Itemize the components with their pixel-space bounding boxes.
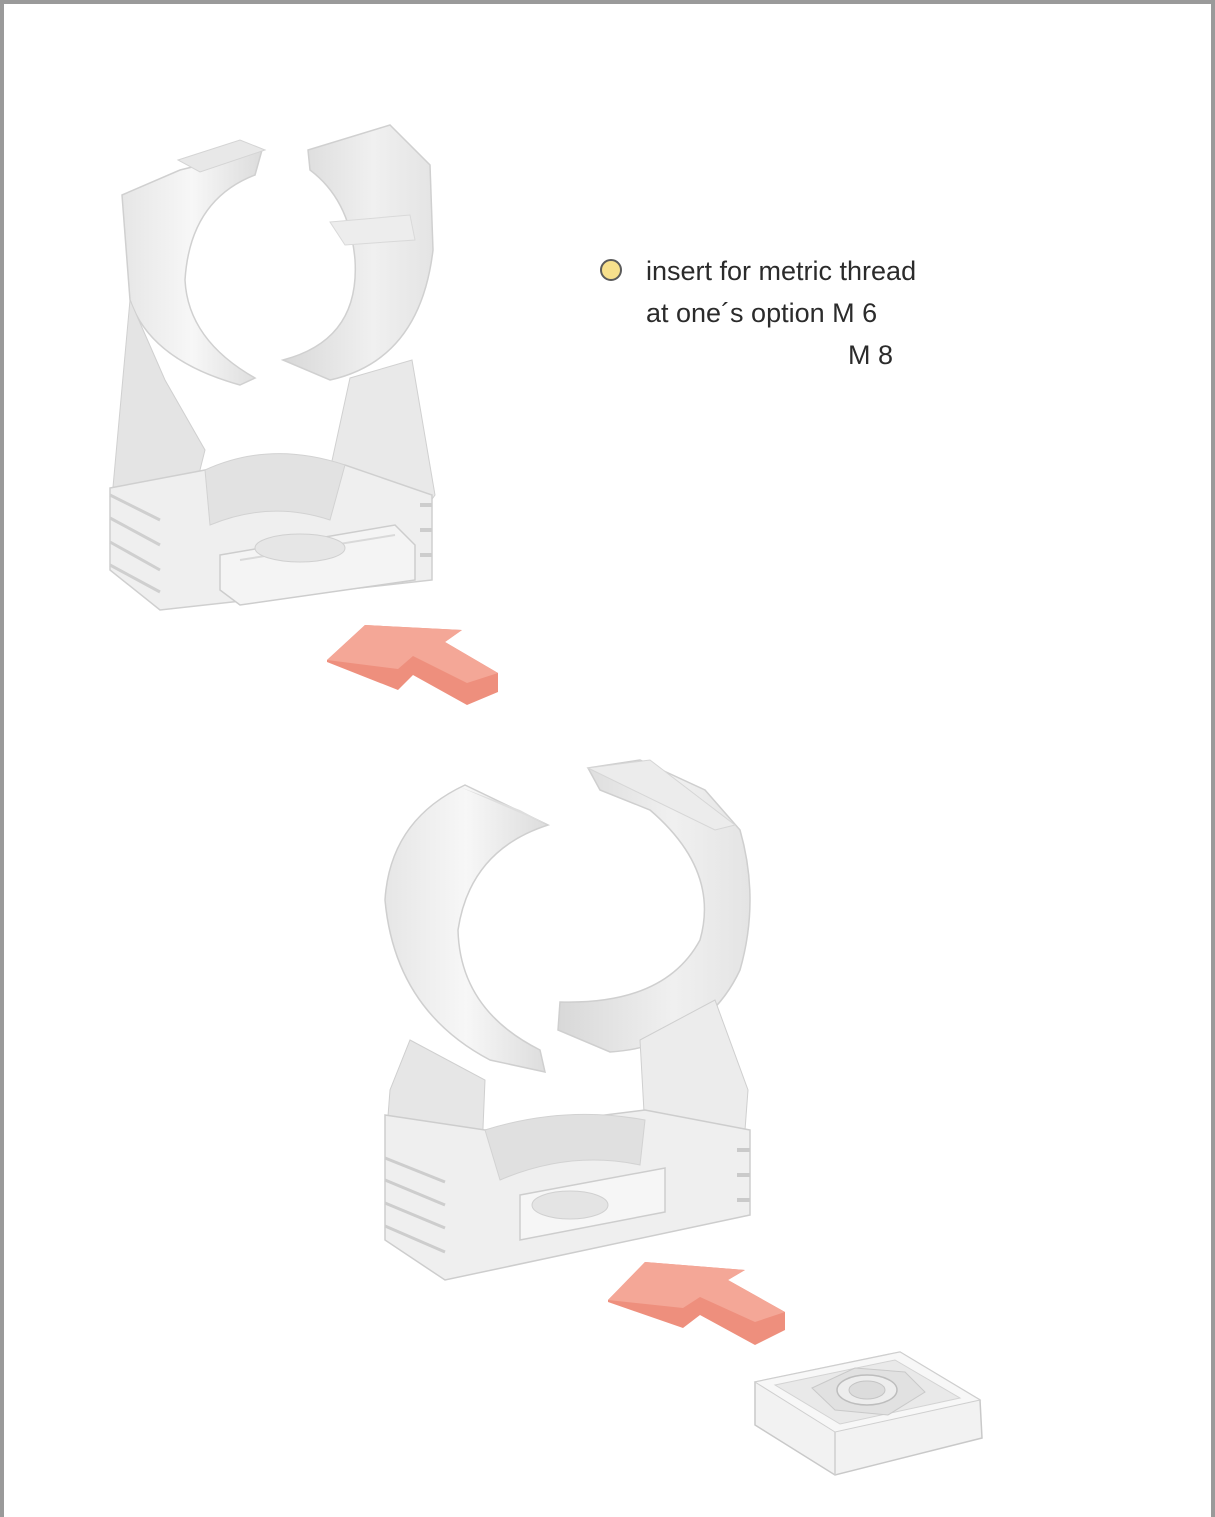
arrow-bottom-icon bbox=[608, 1262, 785, 1345]
legend-line-3: M 8 bbox=[848, 334, 893, 376]
metric-insert-nut-illustration bbox=[755, 1352, 982, 1475]
arrow-top-icon bbox=[327, 625, 498, 705]
clip-bottom-illustration bbox=[385, 760, 750, 1280]
legend-line-2: at one´s option M 6 bbox=[646, 292, 877, 334]
yellow-circle-icon bbox=[600, 259, 622, 281]
clip-top-illustration bbox=[110, 125, 435, 610]
legend-line-1: insert for metric thread bbox=[646, 250, 916, 292]
